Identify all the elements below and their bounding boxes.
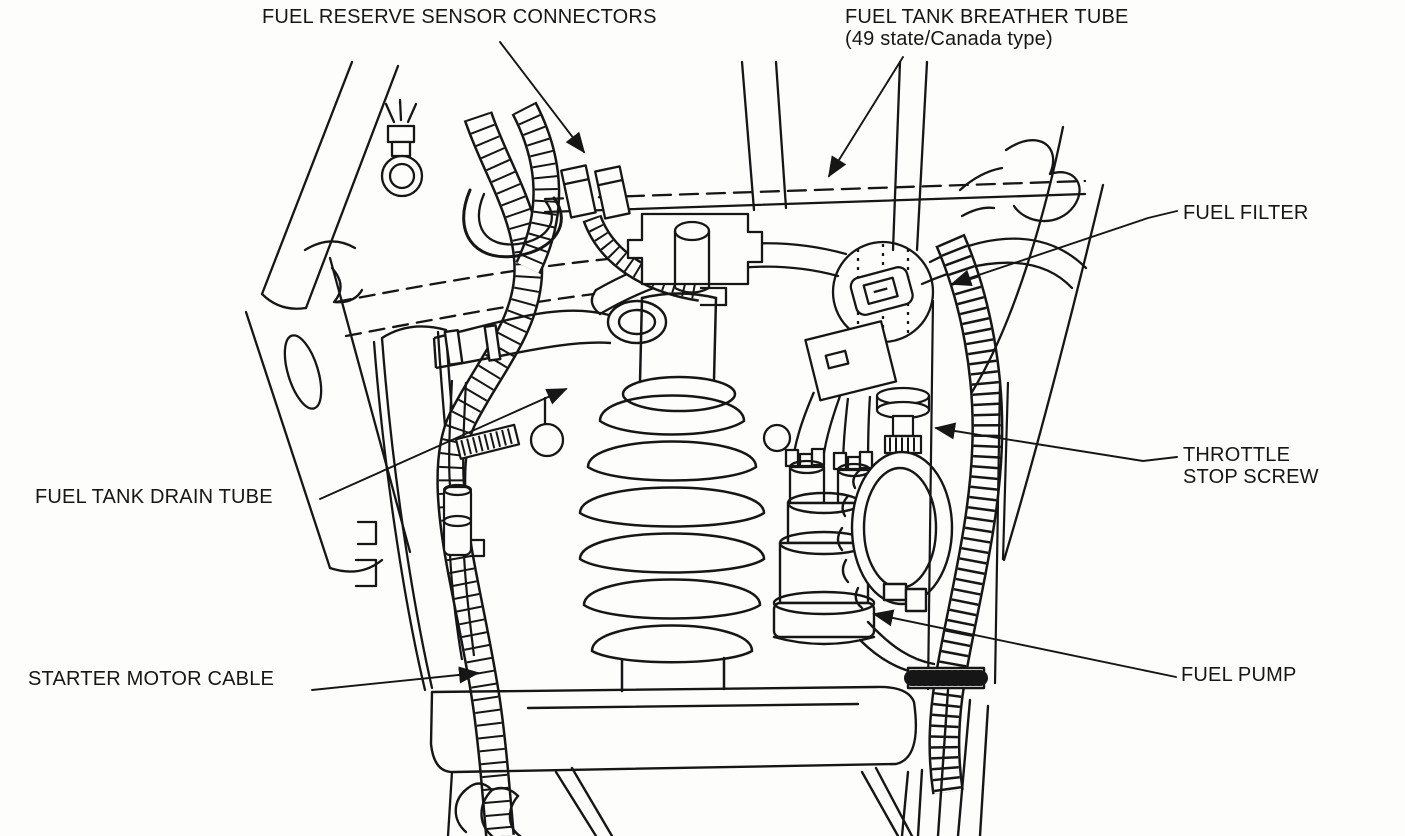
leader-starter-motor-cable [311, 666, 480, 691]
throttle-stop-screw-drawing [875, 386, 931, 468]
bellows-boot-drawing [578, 292, 766, 693]
leader-throttle-stop-screw [934, 422, 1178, 462]
label-starter-motor-cable: STARTER MOTOR CABLE [28, 668, 274, 690]
label-text: THROTTLE [1183, 444, 1291, 466]
label-fuel-tank-breather-tube: FUEL TANK BREATHER TUBE (49 state/Canada… [845, 6, 1129, 50]
label-throttle-stop-screw: THROTTLE STOP SCREW [1183, 444, 1319, 488]
leader-lines [311, 41, 1178, 691]
label-text: STOP SCREW [1183, 466, 1319, 488]
leader-fuel-tank-breather-tube [827, 56, 904, 178]
leader-fuel-tank-drain-tube [319, 388, 568, 500]
label-text: FUEL TANK DRAIN TUBE [35, 486, 273, 508]
fuel-pump-drawing [772, 450, 954, 678]
label-fuel-tank-drain-tube: FUEL TANK DRAIN TUBE [35, 486, 273, 508]
fuel-tank-drain-tube-drawing [432, 299, 668, 370]
label-subtext: (49 state/Canada type) [845, 28, 1053, 50]
label-text: FUEL RESERVE SENSOR CONNECTORS [262, 6, 657, 28]
breather-tube-drawing [543, 60, 1088, 316]
leader-fuel-pump [872, 609, 1177, 678]
label-text: FUEL PUMP [1181, 664, 1297, 686]
harness-fittings-drawing [380, 98, 563, 259]
label-fuel-filter: FUEL FILTER [1183, 202, 1309, 224]
leader-fuel-reserve-sensor-connectors [499, 41, 586, 154]
leader-fuel-filter [950, 210, 1178, 287]
label-text: FUEL FILTER [1183, 202, 1309, 224]
label-fuel-reserve-sensor-connectors: FUEL RESERVE SENSOR CONNECTORS [262, 6, 657, 28]
frame-crossmember-drawing [429, 666, 990, 836]
label-text: STARTER MOTOR CABLE [28, 668, 275, 690]
fuel-reserve-sensor-connectors-drawing [560, 164, 764, 307]
right-bodywork-drawing [958, 125, 1105, 562]
label-fuel-pump: FUEL PUMP [1181, 664, 1297, 686]
label-text: FUEL TANK BREATHER TUBE [845, 6, 1129, 28]
starter-motor-cable-drawing [436, 101, 561, 836]
